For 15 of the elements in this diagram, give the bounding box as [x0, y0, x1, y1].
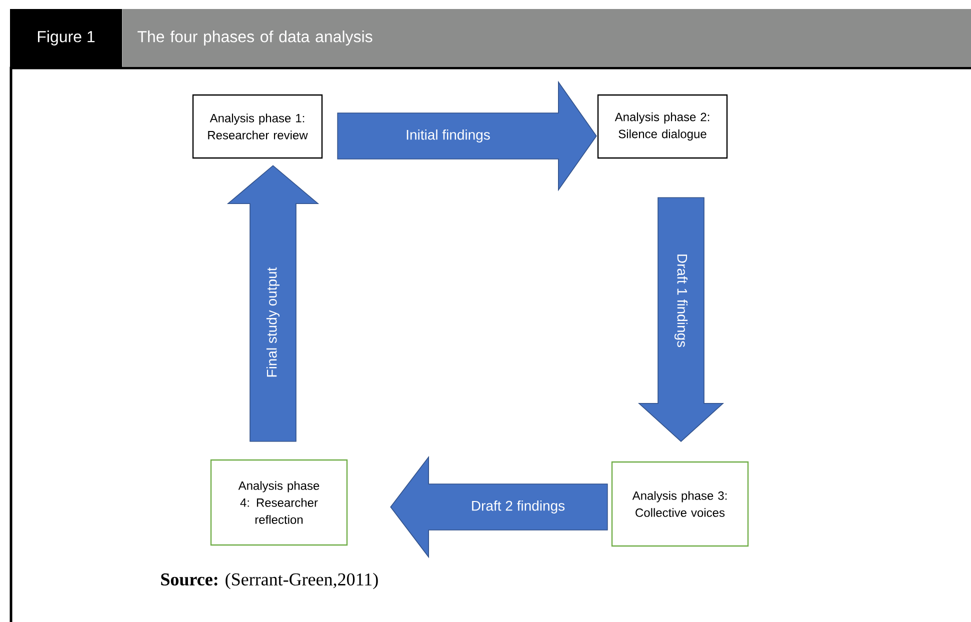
block-arrow	[226, 165, 320, 442]
edge-label: Draft 1 findings	[674, 254, 688, 348]
phase-box: Analysis phase 4: Researcher reflection	[210, 459, 348, 546]
block-arrow	[390, 456, 608, 558]
phase-box: Analysis phase 1: Researcher review	[192, 94, 323, 159]
block-arrow	[337, 80, 597, 192]
figure-number-label: Figure 1	[10, 9, 122, 67]
phase-box: Analysis phase 2: Silence dialogue	[597, 94, 728, 159]
edge-label: Draft 2 findings	[472, 500, 565, 514]
phase-box: Analysis phase 3: Collective voices	[611, 461, 749, 547]
block-arrow	[638, 197, 724, 442]
title-bar: The four phases of data analysis	[122, 9, 971, 67]
source-caption: Source: (Serrant-Green,2011)	[161, 572, 378, 590]
edge-label: Final study output	[266, 267, 280, 377]
edge-label: Initial findings	[406, 129, 490, 143]
